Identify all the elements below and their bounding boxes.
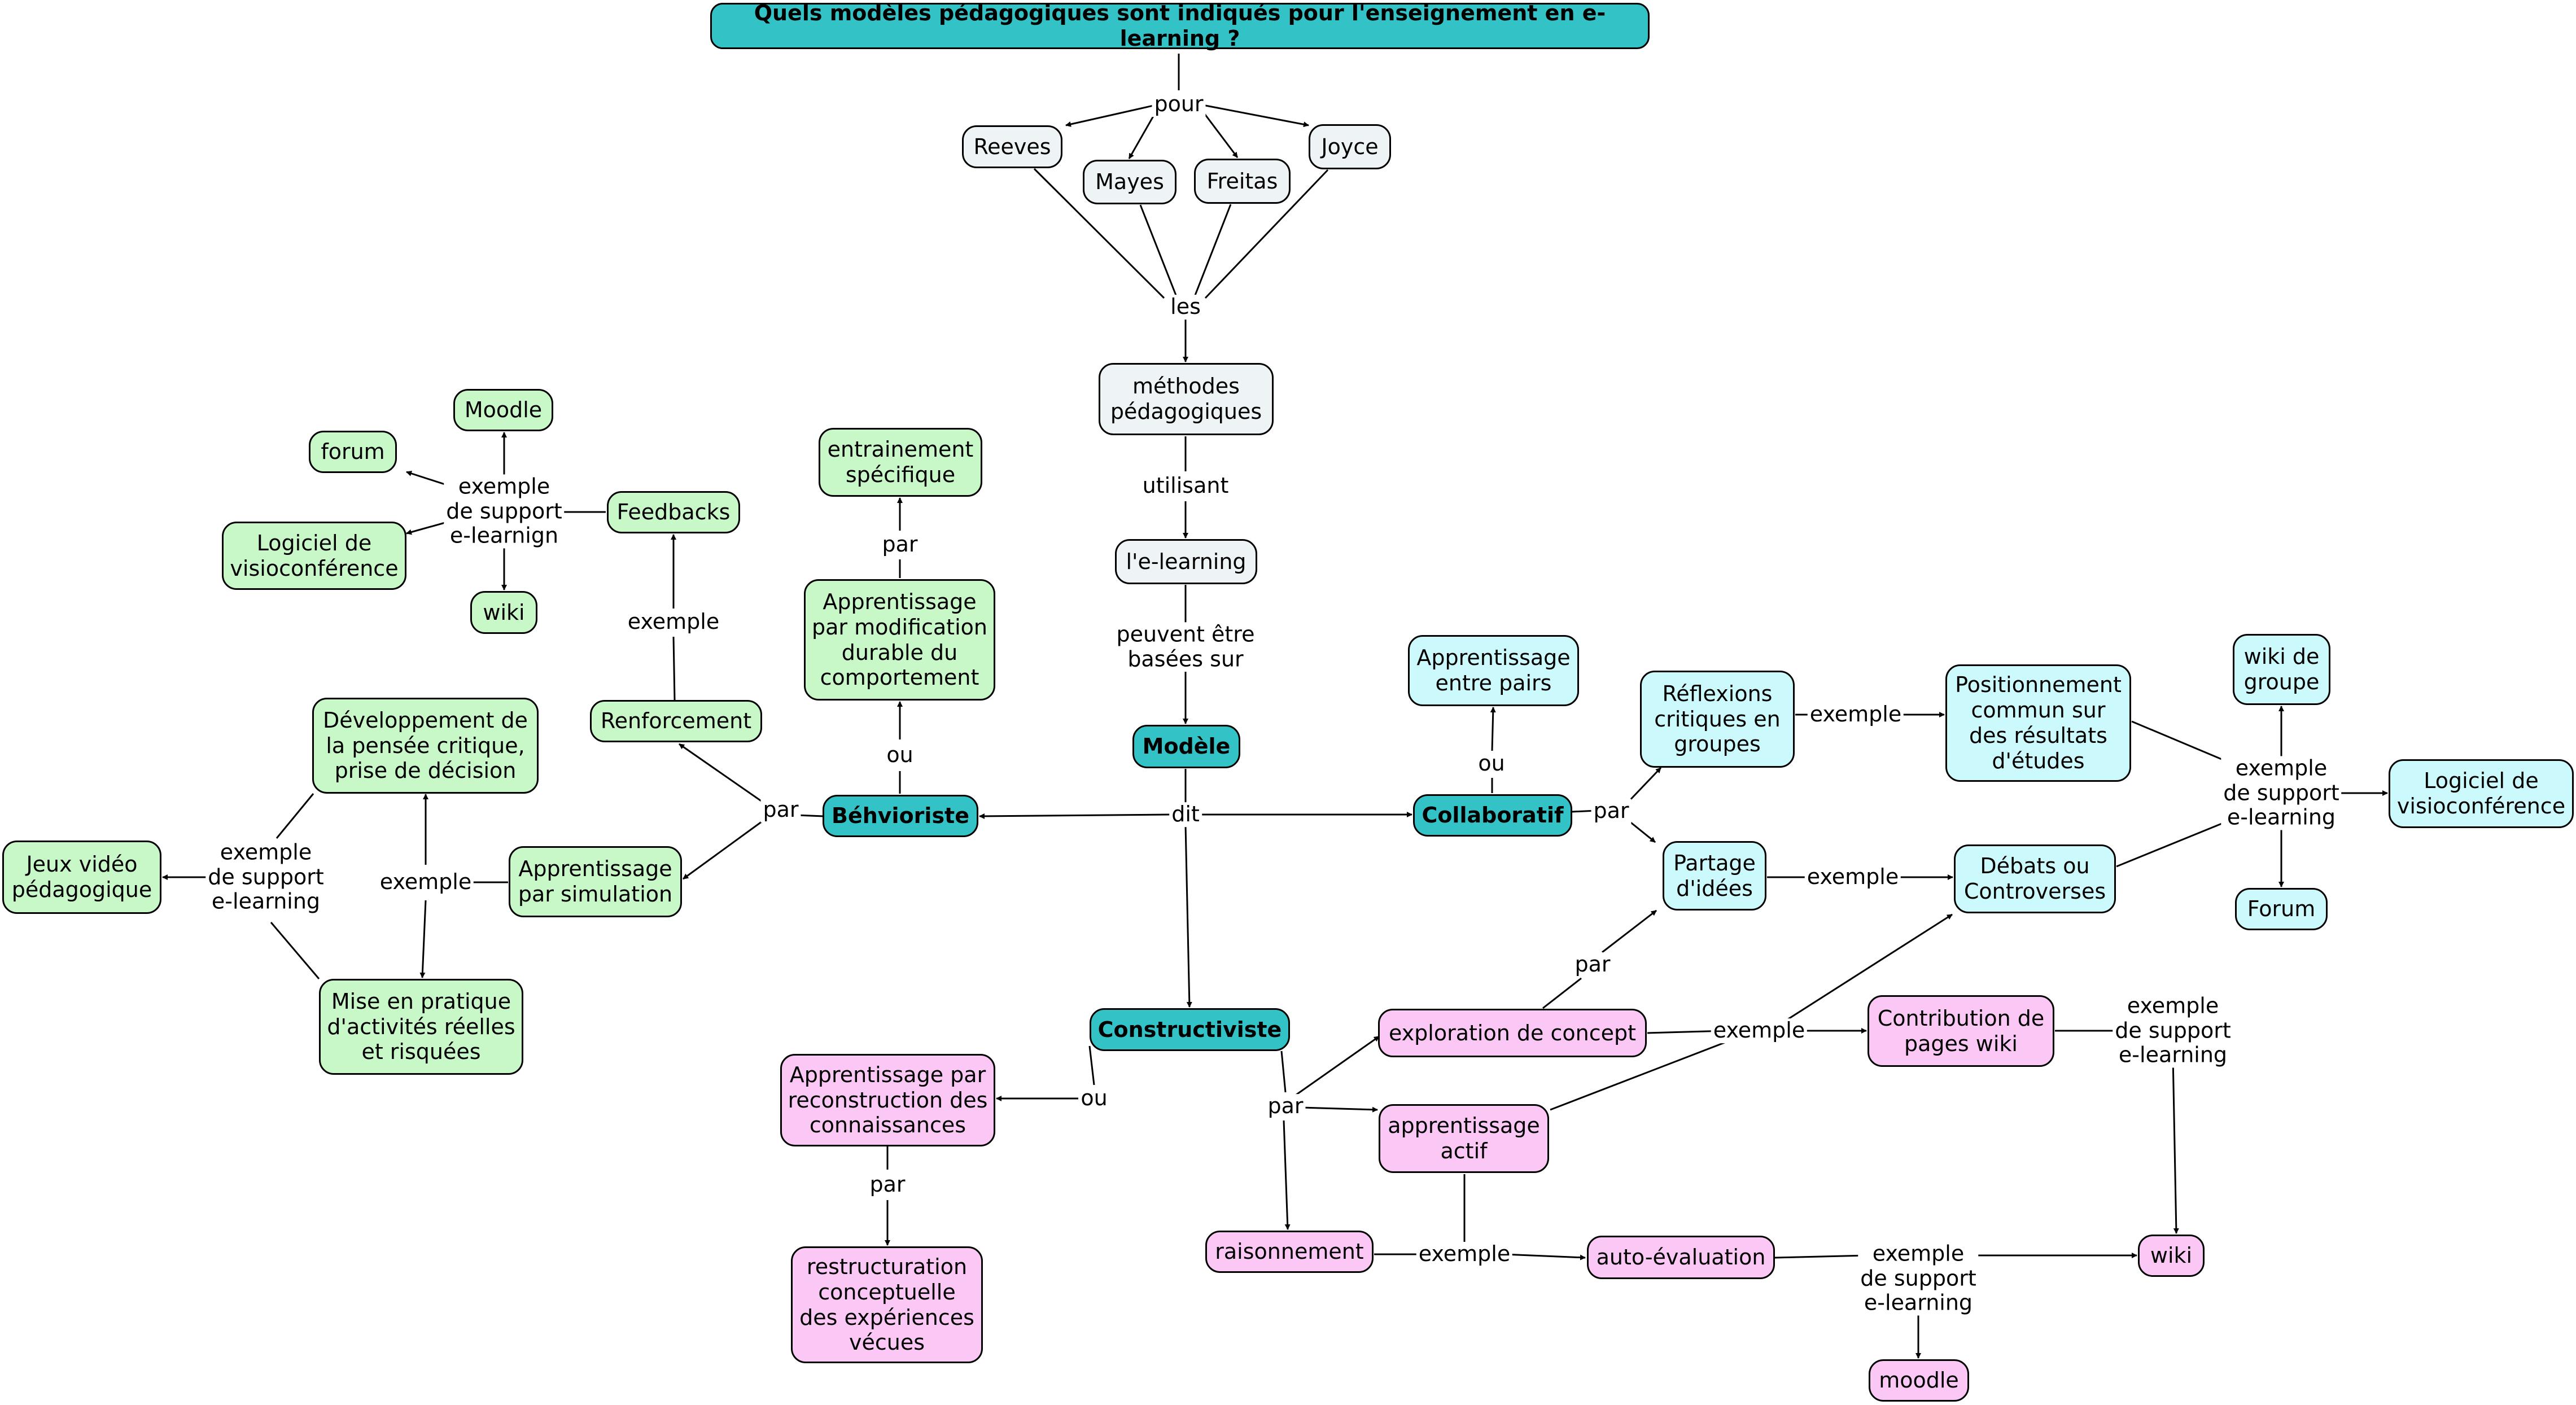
connector-line — [275, 793, 314, 839]
node-mayes: Mayes — [1083, 160, 1177, 204]
connector-line — [1204, 169, 1329, 299]
node-exploration: exploration de concept — [1378, 1009, 1647, 1057]
link-label-support-fb: exemple de support e-learnign — [444, 474, 565, 549]
connector-line — [1065, 103, 1159, 127]
node-apprentissage-sim: Apprentissage par simulation — [509, 846, 682, 917]
node-reflexions: Réflexions critiques en groupes — [1640, 671, 1795, 768]
link-label-exemple-refl: exemple — [1807, 702, 1904, 727]
node-wiki-p: wiki — [2138, 1235, 2205, 1277]
connector-line — [1783, 913, 1953, 1023]
node-title: Quels modèles pédagogiques sont indiqués… — [710, 1, 1650, 51]
link-label-pour: pour — [1152, 91, 1206, 117]
node-jeux-video: Jeux vidéo pédagogique — [2, 841, 161, 914]
link-label-support-c: exemple de support e-learning — [2221, 756, 2342, 830]
node-apprentissage-modif: Apprentissage par modification durable d… — [804, 579, 995, 701]
node-constructiviste: Constructiviste — [1090, 1008, 1290, 1051]
connector-line — [2131, 720, 2232, 764]
connector-line — [1774, 1254, 1868, 1259]
connector-line — [1199, 107, 1239, 158]
node-forum-c: Forum — [2235, 888, 2328, 930]
node-dev-pensee: Développement de la pensée critique, pri… — [312, 698, 539, 794]
node-entrainement: entrainement spécifique — [819, 428, 982, 497]
connector-line — [1033, 168, 1165, 299]
node-forum-g: forum — [309, 431, 397, 473]
link-label-exemple-renf: exemple — [625, 609, 722, 634]
node-reeves: Reeves — [962, 125, 1062, 168]
node-behavioriste: Béhvioriste — [823, 795, 978, 837]
link-label-par-k: par — [1265, 1093, 1306, 1119]
connector-line — [2172, 1056, 2179, 1234]
link-label-exemple-sim: exemple — [377, 869, 474, 895]
node-moodle-g: Moodle — [453, 389, 553, 431]
connector-line — [1193, 204, 1232, 299]
node-renforcement: Renforcement — [590, 700, 762, 742]
link-label-par-expl: par — [1572, 952, 1613, 977]
link-label-support-contrib: exemple de support e-learning — [2113, 993, 2233, 1068]
link-label-par-c: par — [1591, 798, 1632, 824]
connector-line — [1550, 1040, 1728, 1111]
link-label-par-modif: par — [880, 532, 920, 557]
connector-line — [1184, 825, 1192, 1008]
connector-line — [1625, 767, 1662, 806]
node-collaboratif: Collaboratif — [1413, 794, 1572, 837]
connector-line — [419, 900, 427, 978]
node-auto-eval: auto-évaluation — [1587, 1236, 1775, 1279]
connector-line — [1088, 1045, 1095, 1086]
node-elearning: l'e-learning — [1115, 539, 1257, 584]
link-label-ou-k: ou — [1078, 1086, 1110, 1111]
node-methodes: méthodes pédagogiques — [1099, 363, 1274, 435]
node-wiki-groupe: wiki de groupe — [2233, 634, 2330, 705]
node-freitas: Freitas — [1194, 159, 1291, 204]
link-label-exemple-rais: exemple — [1416, 1241, 1513, 1267]
connector-line — [1295, 1035, 1380, 1096]
node-moodle-p: moodle — [1869, 1359, 1969, 1402]
connector-line — [679, 743, 767, 806]
node-joyce: Joyce — [1309, 124, 1391, 169]
connector-line — [1542, 977, 1582, 1009]
node-debats: Débats ou Controverses — [1954, 844, 2116, 913]
node-mise-pratique: Mise en pratique d'activités réelles et … — [319, 979, 523, 1075]
node-restructuration: restructuration conceptuelle des expérie… — [791, 1246, 983, 1363]
link-label-exemple-partage: exemple — [1804, 864, 1901, 890]
link-label-par-b: par — [760, 797, 801, 822]
node-raisonnement: raisonnement — [1205, 1231, 1374, 1273]
node-apprentissage-actif: apprentissage actif — [1379, 1104, 1549, 1173]
connector-line — [2116, 821, 2227, 868]
link-label-ou-b: ou — [884, 742, 916, 768]
link-label-dit: dit — [1169, 802, 1202, 827]
connector-line — [1490, 707, 1496, 751]
connector-line — [672, 636, 676, 701]
node-modele: Modèle — [1132, 725, 1240, 768]
node-wiki-g: wiki — [470, 591, 537, 634]
connector-line — [1280, 1051, 1287, 1093]
connector-line — [1283, 1120, 1291, 1230]
node-feedbacks: Feedbacks — [607, 491, 740, 533]
node-apprentissage-pairs: Apprentissage entre pairs — [1408, 635, 1579, 706]
node-partage: Partage d'idées — [1663, 841, 1766, 911]
connector-line — [979, 813, 1170, 819]
link-label-utilisant: utilisant — [1140, 473, 1231, 498]
link-label-exemple-k: exemple — [1711, 1018, 1808, 1043]
connector-line — [683, 817, 767, 880]
link-label-support-jeux: exemple de support e-learning — [205, 840, 326, 914]
link-label-les: les — [1168, 294, 1203, 319]
link-label-support-auto: exemple de support e-learning — [1858, 1241, 1979, 1316]
connector-line — [1139, 204, 1178, 299]
node-logiciel-g: Logiciel de visioconférence — [222, 522, 406, 590]
link-label-par-recon: par — [867, 1172, 908, 1197]
connector-line — [270, 922, 320, 979]
node-apprentissage-recon: Apprentissage par reconstruction des con… — [780, 1054, 995, 1146]
connector-line — [1301, 1106, 1378, 1113]
link-label-peuvent: peuvent être basées sur — [1114, 621, 1257, 672]
node-contribution: Contribution de pages wiki — [1868, 995, 2054, 1067]
node-positionnement: Positionnement commun sur des résultats … — [1945, 664, 2131, 782]
connector-line — [1602, 909, 1657, 953]
connector-line — [1503, 1253, 1586, 1260]
connector-line — [1199, 103, 1309, 128]
node-logiciel-c: Logiciel de visioconférence — [2389, 759, 2574, 828]
link-label-ou-c: ou — [1476, 751, 1507, 776]
